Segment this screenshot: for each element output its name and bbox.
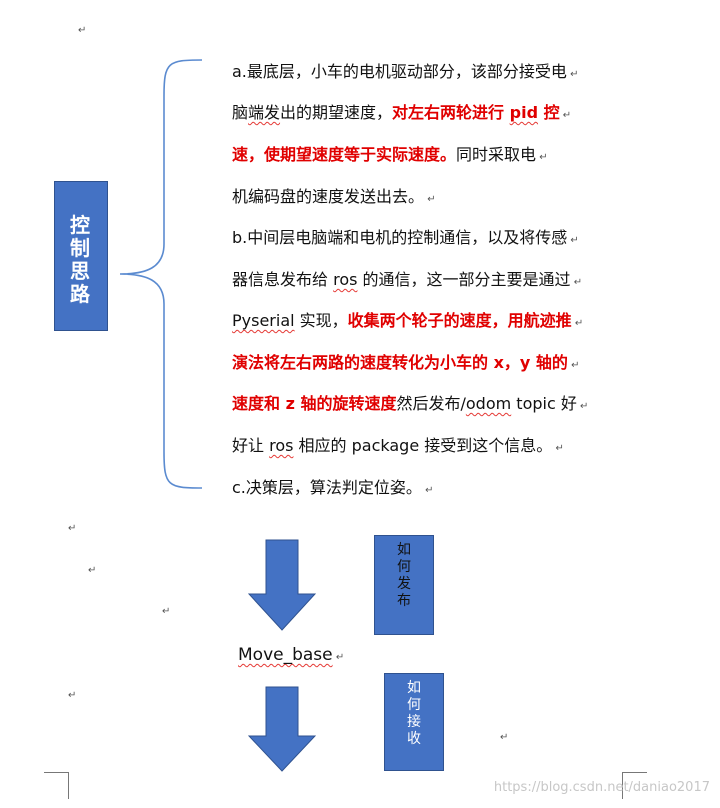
text-run: 端发: [248, 103, 281, 122]
text-run: 的通信，这一部分主要是通过: [357, 270, 571, 289]
watermark-url: https://blog.csdn.net/daniao2017: [493, 780, 710, 795]
text-run: topic 好: [511, 394, 577, 413]
text-run: b.中间层电脑端和电机的控制通信，以及将传感: [232, 228, 568, 247]
text-run: 好让: [232, 436, 270, 455]
highlighted-text: 速，使期望速度等于实际速度。: [232, 145, 457, 164]
control-approach-label: 控制思路: [70, 213, 90, 306]
paragraph-mark: ↵: [68, 523, 77, 534]
paragraph-mark: ↵: [536, 152, 548, 163]
text-line: 速度和 z 轴的旋转速度然后发布/odom topic 好 ↵: [232, 394, 588, 417]
how-to-publish-label: 如何发布: [397, 542, 411, 609]
highlighted-text: 演法将左右两路的速度转化为小车的 x，y 轴的: [232, 353, 568, 372]
paragraph-mark: ↵: [576, 401, 589, 412]
text-line: 好让 ros 相应的 package 接受到这个信息。 ↵: [232, 436, 564, 459]
control-approach-label-box[interactable]: 控制思路: [54, 181, 108, 331]
paragraph-mark: ↵: [571, 318, 584, 329]
text-run: ros: [269, 436, 294, 455]
highlighted-text: pid: [509, 103, 539, 122]
how-to-publish-box[interactable]: 如何发布: [374, 535, 434, 635]
text-line: a.最底层，小车的电机驱动部分，该部分接受电 ↵: [232, 62, 578, 85]
paragraph-mark: ↵: [421, 485, 434, 496]
highlighted-text: 速度和 z 轴的旋转速度: [232, 394, 397, 413]
paragraph-mark: ↵: [570, 277, 583, 288]
text-line: 脑端发出的期望速度，对左右两轮进行 pid 控 ↵: [232, 103, 571, 126]
text-run: odom: [465, 394, 512, 413]
text-run: 相应的 package 接受到这个信息。: [293, 436, 553, 455]
text-run: 然后发布/: [396, 394, 466, 413]
text-run: 同时采取电: [456, 145, 537, 164]
text-run: 器信息发布给: [232, 270, 334, 289]
text-run: 实现，: [294, 311, 348, 330]
text-run: c.决策层，算法判定位姿。: [232, 478, 422, 497]
text-run: ros: [333, 270, 358, 289]
paragraph-mark: ↵: [424, 194, 436, 205]
page-corner-mark: [44, 772, 69, 799]
down-arrow-icon[interactable]: [248, 539, 316, 631]
paragraph-mark: ↵: [566, 69, 579, 80]
text-line: 器信息发布给 ros 的通信，这一部分主要是通过 ↵: [232, 270, 582, 293]
curly-brace-shape: [119, 59, 203, 489]
text-line: c.决策层，算法判定位姿。 ↵: [232, 478, 433, 501]
how-to-receive-box[interactable]: 如何接收: [384, 673, 444, 771]
paragraph-mark: ↵: [552, 443, 564, 454]
page-corner-mark: [622, 772, 647, 799]
text-line: 速，使期望速度等于实际速度。同时采取电 ↵: [232, 145, 548, 168]
text-run: 脑: [232, 103, 249, 122]
paragraph-mark: ↵: [88, 565, 97, 576]
move-base-label: Move_base ↵: [238, 645, 345, 665]
text-line: Pyserial 实现，收集两个轮子的速度，用航迹推 ↵: [232, 311, 583, 334]
highlighted-text: 对左右两轮进行: [392, 103, 510, 122]
paragraph-mark: ↵: [500, 732, 509, 743]
paragraph-mark: ↵: [78, 25, 87, 36]
paragraph-mark: ↵: [567, 360, 580, 371]
how-to-receive-label: 如何接收: [407, 680, 421, 747]
paragraph-mark: ↵: [559, 110, 572, 121]
paragraph-mark: ↵: [68, 690, 77, 701]
highlighted-text: 收集两个轮子的速度，用航迹推: [347, 311, 572, 330]
text-line: b.中间层电脑端和电机的控制通信，以及将传感 ↵: [232, 228, 579, 251]
text-run: Pyserial: [232, 311, 295, 330]
text-run: 机编码盘的速度发送出去。: [232, 187, 425, 206]
down-arrow-icon[interactable]: [248, 686, 316, 772]
text-run: a.最底层，小车的电机驱动部分，该部分接受电: [232, 62, 567, 81]
text-run: 出的期望速度，: [280, 103, 393, 122]
paragraph-mark: ↵: [162, 606, 171, 617]
text-line: 演法将左右两路的速度转化为小车的 x，y 轴的 ↵: [232, 353, 579, 376]
text-line: 机编码盘的速度发送出去。 ↵: [232, 187, 436, 210]
paragraph-mark: ↵: [567, 235, 579, 246]
highlighted-text: 控: [538, 103, 560, 122]
